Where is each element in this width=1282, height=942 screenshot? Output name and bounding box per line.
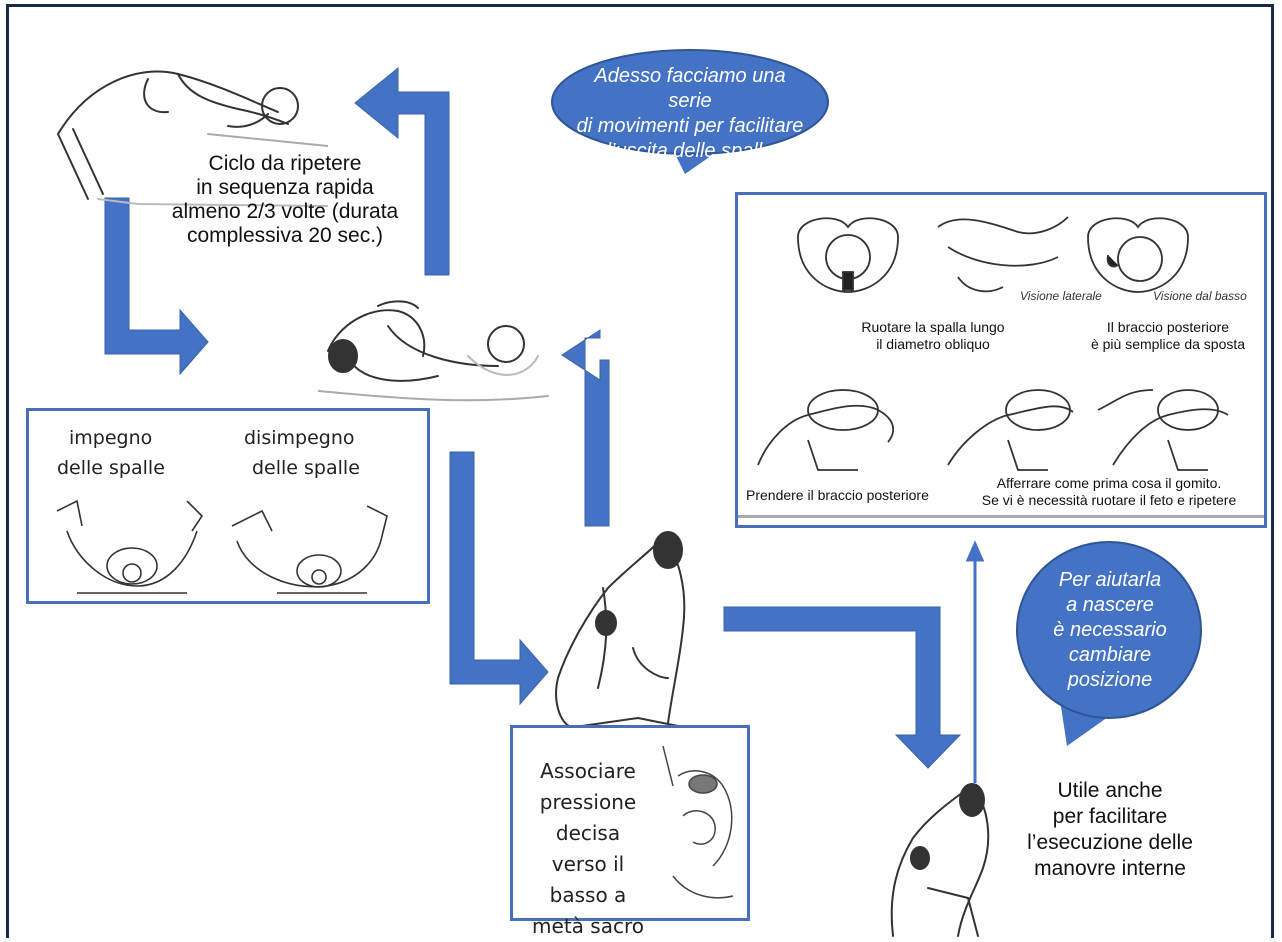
cycle-caption-line: Ciclo da ripetere (160, 152, 410, 176)
maneuver-box-divider (738, 515, 1264, 518)
view-bottom-label: Visione dal basso (1153, 289, 1247, 303)
cycle-caption-line: complessiva 20 sec.) (160, 224, 410, 248)
view-lateral-label: Visione laterale (1020, 289, 1102, 303)
arrow-right-down (724, 607, 960, 768)
pressure-line: verso il basso a (523, 849, 653, 911)
woman-knees-flexed-illustration (318, 296, 558, 416)
elbow-line: Se vi è necessità ruotare il feto e ripe… (954, 492, 1264, 509)
pressure-text: Associare pressione decisa verso il bass… (523, 756, 653, 942)
pelvis-views-illustration (788, 207, 1228, 302)
arrow-down-right-2 (450, 452, 548, 704)
elbow-caption: Afferrare come prima cosa il gomito. Se … (954, 475, 1264, 509)
pressure-box: Associare pressione decisa verso il bass… (510, 725, 750, 921)
arrow-up-left-middle (562, 330, 609, 526)
pelvis-pressure-illustration (653, 736, 745, 916)
bubble-right-line: cambiare (1030, 643, 1190, 668)
pressure-line: Associare (523, 756, 653, 787)
impegno-line: impegno (57, 423, 165, 453)
useful-caption-line: manovre interne (1010, 856, 1210, 882)
posterior-arm-line: è più semplice da sposta (1063, 336, 1273, 353)
useful-caption-line: l’esecuzione delle (1010, 830, 1210, 856)
maneuver-box: Visione laterale Visione dal basso Ruota… (735, 192, 1267, 528)
bubble-top-line: Adesso facciamo una serie (570, 64, 810, 114)
take-arm-caption: Prendere il braccio posteriore (746, 487, 929, 504)
disimpegno-line: disimpegno (244, 423, 360, 453)
elbow-line: Afferrare come prima cosa il gomito. (954, 475, 1264, 492)
bubble-right-line: Per aiutarla (1030, 568, 1190, 593)
rotate-line: il diametro obliquo (833, 336, 1033, 353)
pressure-line: metà sacro (523, 911, 653, 942)
rotate-line: Ruotare la spalla lungo (833, 319, 1033, 336)
rotate-caption: Ruotare la spalla lungo il diametro obli… (833, 319, 1033, 353)
bubble-top-line: l’uscita delle spalle (570, 139, 810, 164)
woman-lunge-illustration (868, 778, 1008, 938)
cycle-caption-line: in sequenza rapida (160, 176, 410, 200)
woman-kneeling-illustration (548, 528, 728, 738)
bubble-right-line: è necessario (1030, 618, 1190, 643)
posterior-arm-caption: Il braccio posteriore è più semplice da … (1063, 319, 1273, 353)
posterior-arm-line: Il braccio posteriore (1063, 319, 1273, 336)
impegno-line: delle spalle (57, 453, 165, 483)
pressure-line: pressione decisa (523, 787, 653, 849)
impegno-label: impegno delle spalle (57, 423, 165, 483)
useful-caption-line: per facilitare (1010, 804, 1210, 830)
bubble-top-line: di movimenti per facilitare (570, 114, 810, 139)
shoulders-box: impegno delle spalle disimpegno delle sp… (26, 408, 430, 604)
bubble-right-line: posizione (1030, 668, 1190, 693)
speech-bubble-top-text: Adesso facciamo una serie di movimenti p… (570, 64, 810, 164)
speech-bubble-right-text: Per aiutarla a nascere è necessario camb… (1030, 568, 1190, 693)
useful-caption: Utile anche per facilitare l’esecuzione … (1010, 778, 1210, 882)
cycle-caption: Ciclo da ripetere in sequenza rapida alm… (160, 152, 410, 248)
bubble-right-line: a nascere (1030, 593, 1190, 618)
posterior-arm-illustration (748, 370, 1258, 480)
useful-caption-line: Utile anche (1010, 778, 1210, 804)
disimpegno-line: delle spalle (244, 453, 360, 483)
disimpegno-label: disimpegno delle spalle (244, 423, 360, 483)
cycle-caption-line: almeno 2/3 volte (durata (160, 200, 410, 224)
shoulders-illustration (37, 491, 417, 596)
